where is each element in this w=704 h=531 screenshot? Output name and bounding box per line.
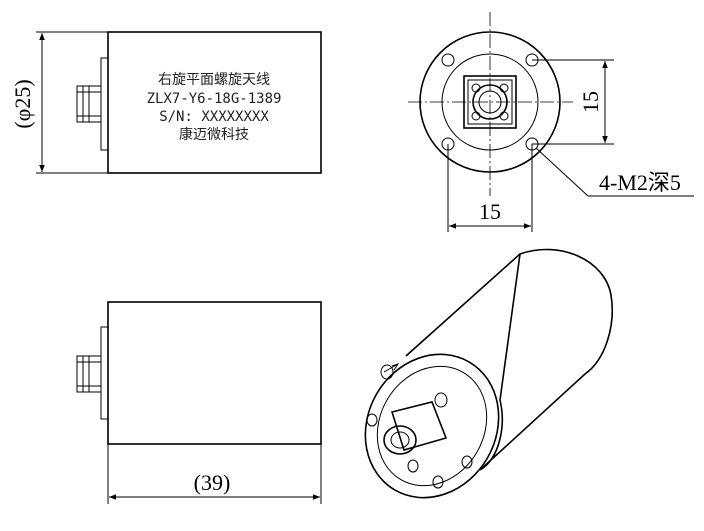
width-dimension: 15 [447, 144, 533, 232]
length-label: (39) [194, 470, 231, 495]
side-view-top [76, 31, 322, 174]
flange-step [100, 57, 109, 151]
front-face-outer [364, 353, 500, 499]
label-title: 右旋平面螺旋天线 [158, 72, 270, 88]
body-outline-bottom [107, 301, 322, 445]
length-dimension: (39) [107, 444, 322, 504]
mount-hole-tl [441, 53, 455, 67]
outer-circle [419, 31, 561, 173]
label-company: 康迈微科技 [179, 126, 249, 143]
connector-inner [478, 90, 502, 114]
iso-connector [383, 425, 417, 455]
front-view [408, 12, 573, 196]
width-label: 15 [479, 199, 501, 224]
connector-outer [472, 84, 508, 120]
hole-callout: 4-M2深5 [535, 147, 694, 197]
height-label: 15 [578, 91, 603, 113]
height-dimension: 15 [532, 59, 614, 145]
label-serial: S/N: XXXXXXXX [159, 109, 269, 125]
diameter-label: (φ25) [10, 79, 35, 128]
iso-square-flange [390, 401, 448, 451]
hole-callout-label: 4-M2深5 [599, 170, 681, 195]
product-label: 右旋平面螺旋天线 ZLX7-Y6-18G-1389 S/N: XXXXXXXX … [147, 72, 282, 143]
diameter-dimension: (φ25) [10, 31, 108, 174]
label-model: ZLX7-Y6-18G-1389 [147, 91, 282, 107]
side-view-bottom [76, 301, 322, 445]
inner-circle [441, 53, 539, 151]
isometric-view [364, 248, 613, 499]
square-flange [463, 75, 517, 129]
